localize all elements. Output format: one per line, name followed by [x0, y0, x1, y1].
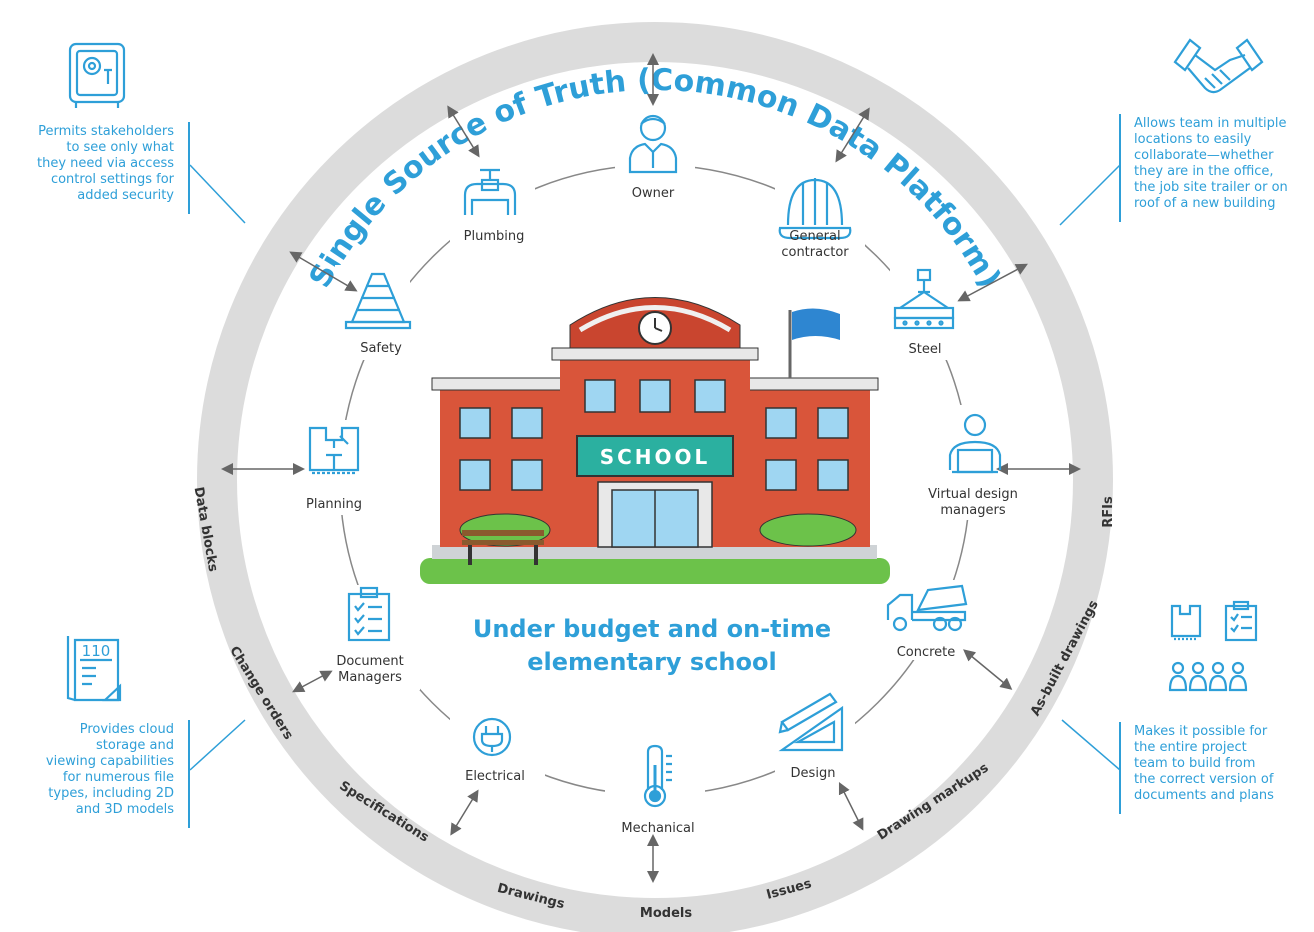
- team-plans-icon: [1168, 600, 1258, 692]
- ring-label-models: Models: [640, 906, 692, 921]
- hard-hat-icon: [778, 178, 852, 240]
- note-line: added security: [77, 188, 174, 203]
- vdm-label-2: managers: [940, 503, 1005, 518]
- note-top-left: Permits stakeholders to see only what th…: [8, 124, 174, 204]
- outer-ring: [197, 22, 1113, 932]
- concrete-label: Concrete: [897, 645, 956, 660]
- note-top-left-bar: [188, 122, 190, 214]
- note-line: they need via access: [37, 156, 174, 171]
- note-bottom-left-bar: [188, 720, 190, 828]
- person-laptop-icon: [948, 413, 1002, 474]
- document-icon: [66, 636, 122, 702]
- note-line: the entire project: [1134, 740, 1247, 755]
- vdm-label-1: Virtual design: [928, 487, 1018, 502]
- note-line: they are in the office,: [1134, 164, 1274, 179]
- note-line: Permits stakeholders: [38, 124, 174, 139]
- owner-icon: [628, 114, 678, 174]
- center-caption-line2: elementary school: [527, 648, 776, 676]
- connection-arrows: [221, 53, 1081, 883]
- concrete-mixer-truck-icon: [886, 584, 968, 632]
- note-line: roof of a new building: [1134, 196, 1276, 211]
- note-bottom-right: Makes it possible for the entire project…: [1134, 724, 1312, 804]
- note-line: the job site trailer or on: [1134, 180, 1288, 195]
- note-line: documents and plans: [1134, 788, 1274, 803]
- note-line: for numerous file: [62, 770, 174, 785]
- thermometer-icon: [643, 744, 672, 808]
- note-line: types, including 2D: [48, 786, 174, 801]
- callout-lines: [189, 164, 1121, 771]
- handshake-icon: [1173, 38, 1264, 94]
- doc-managers-label-1: Document: [336, 654, 403, 669]
- center-caption-line1: Under budget and on-time: [473, 615, 831, 643]
- steel-label: Steel: [909, 342, 942, 357]
- note-line: to see only what: [66, 140, 174, 155]
- clipboard-checklist-icon: [347, 586, 391, 642]
- safe-vault-icon: [68, 42, 126, 108]
- note-top-right-bar: [1119, 114, 1121, 222]
- note-line: Provides cloud: [79, 722, 174, 737]
- planning-label: Planning: [306, 497, 362, 512]
- note-top-right: Allows team in multiple locations to eas…: [1134, 116, 1312, 212]
- doc-managers-label-2: Managers: [338, 670, 402, 685]
- general-contractor-label-1: General: [789, 229, 840, 244]
- school-building-illustration: SCHOOL: [420, 297, 890, 584]
- ring-label-rfis: RFIs: [1101, 496, 1116, 528]
- ruler-pencil-icon: [778, 692, 844, 752]
- note-line: storage and: [96, 738, 174, 753]
- note-line: locations to easily: [1134, 132, 1252, 147]
- owner-label: Owner: [632, 186, 675, 201]
- safety-label: Safety: [360, 341, 402, 356]
- note-line: team to build from: [1134, 756, 1256, 771]
- plumbing-label: Plumbing: [464, 229, 525, 244]
- note-line: and 3D models: [75, 802, 174, 817]
- note-line: viewing capabilities: [45, 754, 174, 769]
- electrical-plug-icon: [472, 717, 512, 757]
- mechanical-label: Mechanical: [621, 821, 694, 836]
- traffic-cone-icon: [344, 272, 412, 330]
- note-bottom-left: Provides cloud storage and viewing capab…: [8, 722, 174, 818]
- note-line: Allows team in multiple: [1134, 116, 1287, 131]
- note-line: control settings for: [50, 172, 174, 187]
- plumbing-faucet-icon: [463, 168, 517, 215]
- floor-plan-icon: [308, 426, 360, 475]
- note-line: collaborate—whether: [1134, 148, 1274, 163]
- design-label: Design: [791, 766, 836, 781]
- electrical-label: Electrical: [465, 769, 525, 784]
- school-sign: SCHOOL: [600, 445, 711, 469]
- note-bottom-right-bar: [1119, 722, 1121, 814]
- document-icon-number: 110: [82, 642, 111, 660]
- steel-beam-icon: [893, 268, 955, 330]
- general-contractor-label-2: contractor: [781, 245, 849, 260]
- note-line: the correct version of: [1134, 772, 1274, 787]
- note-line: Makes it possible for: [1134, 724, 1268, 739]
